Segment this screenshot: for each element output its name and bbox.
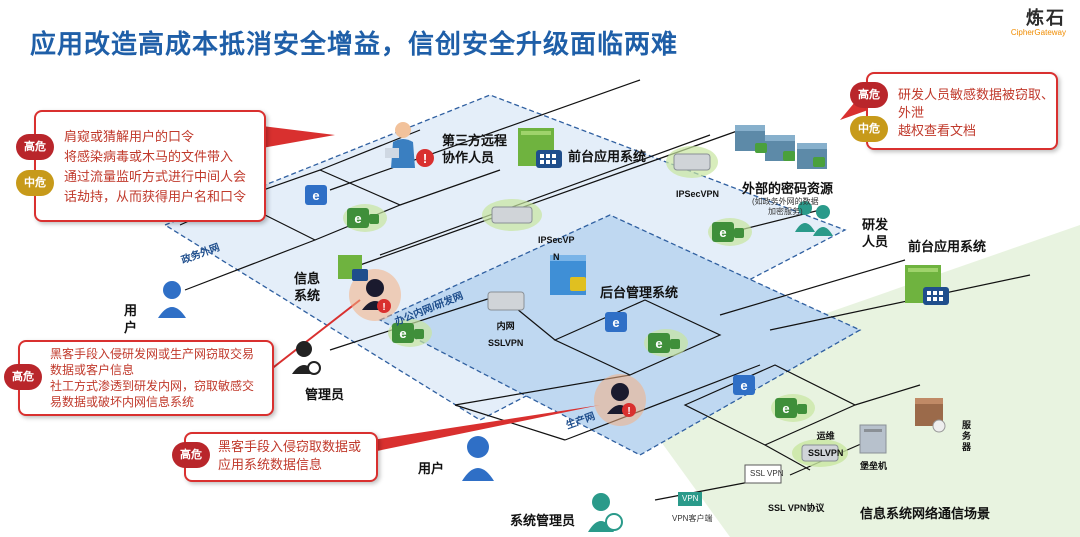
callout-line: 黑客手段入侵窃取数据或 (218, 439, 362, 454)
front-app-server-icon (518, 128, 562, 168)
ipsec-vpn-top-label: IPSecVPN (676, 189, 720, 199)
hacker-icon: ! (362, 279, 391, 313)
sys-admin-icon (588, 493, 623, 532)
production-network-zone (620, 225, 1080, 537)
svg-text:e: e (782, 401, 789, 416)
ext-crypto-note: (如政务外网的数据 加密服务) (752, 197, 819, 216)
secure-browser-icon: e (388, 319, 432, 347)
third-party-user-icon (385, 122, 415, 168)
bastion-label: 堡垒机 (860, 461, 888, 471)
risk-callout-top-left: 高危 中危 肩窥或猜解用户的口令 将感染病毒或木马的文件带入 通过流量监听方式进… (16, 110, 266, 222)
server-icon (915, 398, 946, 433)
ops-sslvpn-device-icon (792, 439, 848, 467)
user-icon (158, 281, 186, 318)
risk-callout-mid-left: 高危 黑客手段入侵研发网或生产网窃取交易 数据或客户信息 社工方式渗透到研发内网… (4, 340, 274, 416)
ssl-vpn-box-icon (744, 464, 782, 484)
external-crypto-servers-icon (735, 125, 827, 169)
risk-badge-mid: 中危 (850, 116, 888, 142)
browser-icon: e (605, 312, 627, 332)
user-bottom-label: 用户 (418, 461, 445, 476)
rd-staff-label: 研发 人员 (862, 217, 889, 249)
ops-ssl-label: 运维 SSLVPN (808, 431, 844, 458)
risk-badge-mid: 中危 (16, 170, 54, 196)
user-left-label: 用 户 (124, 303, 138, 335)
user-bottom-icon (462, 436, 494, 481)
risk-callout-top-right: 高危 中危 研发人员敏感数据被窃取、 外泄 越权查看文档 (850, 72, 1058, 150)
ipsec-vpn-mid-device-icon (482, 199, 542, 231)
logo-en: CipherGateway (1010, 28, 1066, 37)
browser-icon: e (305, 185, 327, 205)
back-mgmt-label: 后台管理系统 (600, 285, 679, 300)
brand-logo: 炼石 CipherGateway (1011, 4, 1066, 37)
front-app-right-label: 前台应用系统 (908, 239, 987, 254)
front-app-server-right-icon (905, 265, 949, 305)
risk-badge-high: 高危 (172, 442, 210, 468)
hacker-icon: ! (607, 383, 636, 417)
callout-line: 研发人员敏感数据被窃取、 (898, 87, 1055, 102)
secure-browser-icon: e (343, 204, 387, 232)
callout-pointer-bottom (372, 405, 600, 452)
callout-line: 数据或客户信息 (50, 363, 135, 377)
page-title: 应用改造高成本抵消安全增益，信创安全升级面临两难 (30, 29, 679, 59)
vpn-client-label: VPN客户端 (672, 514, 713, 523)
admin-label: 管理员 (305, 387, 345, 402)
ssl-vpn-box-label: SSL VPN (750, 469, 784, 478)
back-mgmt-server-icon (550, 255, 586, 295)
callout-line: 易数据或破坏内网信息系统 (50, 395, 195, 409)
svg-text:e: e (655, 336, 662, 351)
svg-text:e: e (719, 225, 726, 240)
callout-line: 将感染病毒或木马的文件带入 (64, 149, 234, 164)
bastion-host-icon (859, 424, 887, 454)
secure-browser-icon: e (644, 329, 688, 357)
svg-text:!: ! (423, 151, 427, 166)
svg-text:e: e (312, 188, 319, 203)
scenario-label: 信息系统网络通信场景 (860, 506, 991, 521)
svg-text:!: ! (382, 302, 385, 313)
callout-line: 黑客手段入侵研发网或生产网窃取交易 (50, 347, 255, 361)
svg-text:e: e (740, 378, 747, 393)
callout-pointer-top-left (262, 126, 335, 148)
info-system-server-icon (338, 255, 368, 281)
ext-crypto-label: 外部的密码资源 (742, 181, 834, 196)
front-app-top-label: 前台应用系统 (568, 149, 647, 164)
sys-admin-label: 系统管理员 (510, 513, 576, 528)
svg-text:!: ! (627, 406, 630, 417)
callout-line: 肩窥或猜解用户的口令 (64, 129, 195, 144)
svg-text:e: e (354, 211, 361, 226)
secure-browser-icon: e (771, 394, 815, 422)
intranet-sslvpn-device-icon (487, 291, 525, 311)
callout-line: 越权查看文档 (898, 123, 977, 138)
callout-line: 通过流量监听方式进行中间人会 (64, 169, 247, 184)
vpn-box-label: VPN (682, 494, 699, 503)
risk-callout-bottom: 高危 黑客手段入侵窃取数据或 应用系统数据信息 (172, 432, 378, 482)
logo-cn: 炼石 (1026, 8, 1066, 28)
warning-icon: ! (416, 149, 434, 167)
callout-line: 社工方式渗透到研发内网，窃取敏感交 (50, 379, 255, 393)
admin-icon (292, 341, 321, 375)
svg-text:e: e (612, 315, 619, 330)
rd-staff-icon (795, 201, 833, 236)
server-label: 服 务 器 (962, 420, 972, 452)
risk-badge-high: 高危 (4, 364, 42, 390)
callout-pointer-mid-left (269, 299, 361, 371)
svg-text:e: e (399, 326, 406, 341)
callout-line: 应用系统数据信息 (218, 457, 323, 472)
risk-badge-high: 高危 (850, 82, 888, 108)
intranet-ssl-label: 内网 SSLVPN (488, 321, 524, 348)
secure-browser-icon: e (708, 218, 752, 246)
ssl-vpn-protocol-label: SSL VPN协议 (768, 503, 825, 513)
callout-line: 外泄 (898, 105, 925, 120)
ipsec-vpn-device-icon (666, 146, 718, 178)
browser-icon: e (733, 375, 755, 395)
risk-badge-high: 高危 (16, 134, 54, 160)
callout-line: 话劫持，从而获得用户名和口令 (64, 189, 247, 204)
ipsec-vpn-mid-label: IPSecVP N (538, 235, 575, 262)
info-system-label: 信息 系统 (294, 271, 321, 303)
vpn-box-icon (678, 492, 702, 506)
third-party-label: 第三方远程 协作人员 (442, 133, 508, 165)
